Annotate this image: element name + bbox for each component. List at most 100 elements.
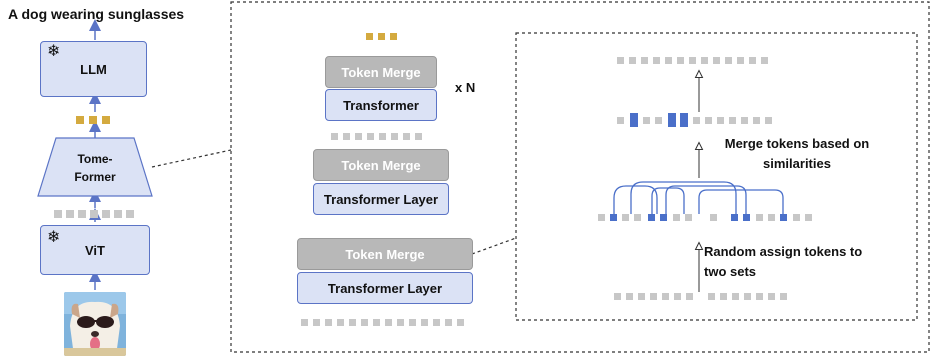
merge-row-token [643, 117, 650, 124]
stack-token [415, 133, 422, 140]
set-token-selected [780, 214, 787, 221]
set-token [622, 214, 629, 221]
vit-box: ViT [40, 225, 150, 275]
merge-step-caption-line2: similarities [763, 156, 831, 171]
snowflake-icon: ❄ [47, 43, 61, 60]
set-token [768, 214, 775, 221]
panel-input-token [732, 293, 739, 300]
set-token-selected [648, 214, 655, 221]
merged-output-token [749, 57, 756, 64]
snowflake-icon: ❄ [47, 229, 61, 246]
merge-row-token [753, 117, 760, 124]
panel-input-token [662, 293, 669, 300]
merge-row-token [741, 117, 748, 124]
set-token [598, 214, 605, 221]
panel-input-token [744, 293, 751, 300]
token-merge-block-highlighted: Token Merge [297, 238, 473, 270]
vit-output-token [54, 210, 62, 218]
stack-input-token [457, 319, 464, 326]
merged-output-token [713, 57, 720, 64]
vit-output-token [66, 210, 74, 218]
stack-input-token [385, 319, 392, 326]
token-merge-block: Token Merge [313, 149, 449, 181]
merge-row-token [765, 117, 772, 124]
llm-input-token [102, 116, 110, 124]
llm-label: LLM [80, 61, 107, 77]
random-assign-caption: Random assign tokens to two sets [704, 242, 884, 282]
token-merge-block: Token Merge [325, 56, 437, 88]
token-merge-label: Token Merge [341, 157, 421, 173]
set-token [805, 214, 812, 221]
panel-input-token [650, 293, 657, 300]
merged-output-token [725, 57, 732, 64]
dog-photo-icon [64, 292, 126, 356]
merge-row-token [617, 117, 624, 124]
panel-input-token [780, 293, 787, 300]
merged-output-token [761, 57, 768, 64]
transformer-layer-label: Transformer Layer [323, 191, 439, 207]
merged-token [668, 113, 676, 127]
zoom-panel-inner [515, 32, 918, 321]
vit-output-token [102, 210, 110, 218]
vit-label: ViT [85, 242, 105, 258]
merged-token [630, 113, 638, 127]
stack-input-token [361, 319, 368, 326]
stack-token [343, 133, 350, 140]
tomeformer-label: Tome- Former [62, 150, 128, 186]
stack-output-token [378, 33, 385, 40]
set-token-selected [731, 214, 738, 221]
stack-input-token [445, 319, 452, 326]
stack-input-token [313, 319, 320, 326]
stack-token [403, 133, 410, 140]
stack-input-token [409, 319, 416, 326]
transformer-layer-block: Transformer Layer [297, 272, 473, 304]
merged-output-token [629, 57, 636, 64]
panel-input-token [720, 293, 727, 300]
transformer-layer-label: Transformer Layer [327, 280, 443, 296]
set-token-selected [743, 214, 750, 221]
panel-input-token [674, 293, 681, 300]
tomeformer-shape [37, 137, 153, 197]
panel-input-token [768, 293, 775, 300]
merged-output-token [617, 57, 624, 64]
panel-input-token [638, 293, 645, 300]
similarity-arcs [613, 181, 784, 214]
stack-output-token [390, 33, 397, 40]
stack-input-token [421, 319, 428, 326]
zoom-panel-outer [230, 1, 930, 353]
vit-output-token [114, 210, 122, 218]
token-merge-label: Token Merge [345, 246, 425, 262]
set-token-selected [660, 214, 667, 221]
set-token [634, 214, 641, 221]
merge-row-token [717, 117, 724, 124]
vit-output-token [126, 210, 134, 218]
set-token [710, 214, 717, 221]
callout-line-tokenmerge [471, 237, 517, 255]
transformer-label: Transformer [343, 97, 419, 113]
stack-input-token [433, 319, 440, 326]
merged-output-token [665, 57, 672, 64]
stack-input-token [325, 319, 332, 326]
merge-step-caption: Merge tokens based on similarities [712, 134, 882, 174]
stack-token [355, 133, 362, 140]
stack-token [391, 133, 398, 140]
set-token [673, 214, 680, 221]
panel-input-token [614, 293, 621, 300]
llm-input-token [89, 116, 97, 124]
token-merge-label: Token Merge [341, 64, 421, 80]
stack-token [331, 133, 338, 140]
output-caption: A dog wearing sunglasses [8, 6, 185, 22]
stack-input-token [301, 319, 308, 326]
vit-output-token [78, 210, 86, 218]
stack-token [379, 133, 386, 140]
panel-input-token [686, 293, 693, 300]
vit-output-token [90, 210, 98, 218]
merged-output-token [653, 57, 660, 64]
merge-row-token [693, 117, 700, 124]
repeat-label: x N [455, 80, 476, 95]
stack-input-token [337, 319, 344, 326]
set-token [756, 214, 763, 221]
tomeformer-label-line2: Former [74, 170, 116, 184]
